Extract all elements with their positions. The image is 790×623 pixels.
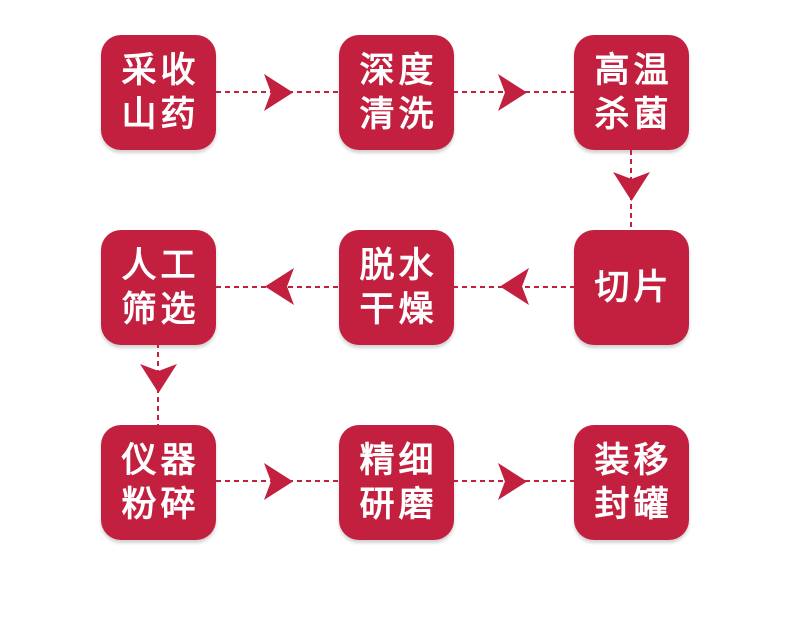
step-label-line: 精细 bbox=[359, 440, 438, 481]
step-label-line: 山药 bbox=[121, 94, 200, 135]
step-label-line: 高温 bbox=[594, 50, 673, 91]
step-label-line: 仪器 bbox=[121, 440, 200, 481]
step-label-line: 粉碎 bbox=[121, 484, 200, 525]
step-label-line: 脱水 bbox=[359, 245, 438, 286]
step-label-line: 深度 bbox=[359, 50, 438, 91]
step-label-line: 采收 bbox=[121, 50, 200, 91]
step-box-slice: 切片 bbox=[574, 230, 689, 345]
step-box-wash: 深度 清洗 bbox=[339, 35, 454, 150]
step-label-line: 切片 bbox=[594, 267, 673, 308]
step-box-sterilize: 高温 杀菌 bbox=[574, 35, 689, 150]
step-label-line: 杀菌 bbox=[594, 94, 673, 135]
step-box-screen: 人工 筛选 bbox=[101, 230, 216, 345]
step-label-line: 研磨 bbox=[359, 484, 438, 525]
step-box-dry: 脱水 干燥 bbox=[339, 230, 454, 345]
step-label-line: 筛选 bbox=[121, 289, 200, 330]
step-box-grind: 精细 研磨 bbox=[339, 425, 454, 540]
step-box-can: 装移 封罐 bbox=[574, 425, 689, 540]
step-box-crush: 仪器 粉碎 bbox=[101, 425, 216, 540]
step-box-harvest: 采收 山药 bbox=[101, 35, 216, 150]
step-label-line: 清洗 bbox=[359, 94, 438, 135]
step-label-line: 干燥 bbox=[359, 289, 438, 330]
step-label-line: 装移 bbox=[594, 440, 673, 481]
step-label-line: 封罐 bbox=[594, 484, 673, 525]
step-label-line: 人工 bbox=[121, 245, 200, 286]
